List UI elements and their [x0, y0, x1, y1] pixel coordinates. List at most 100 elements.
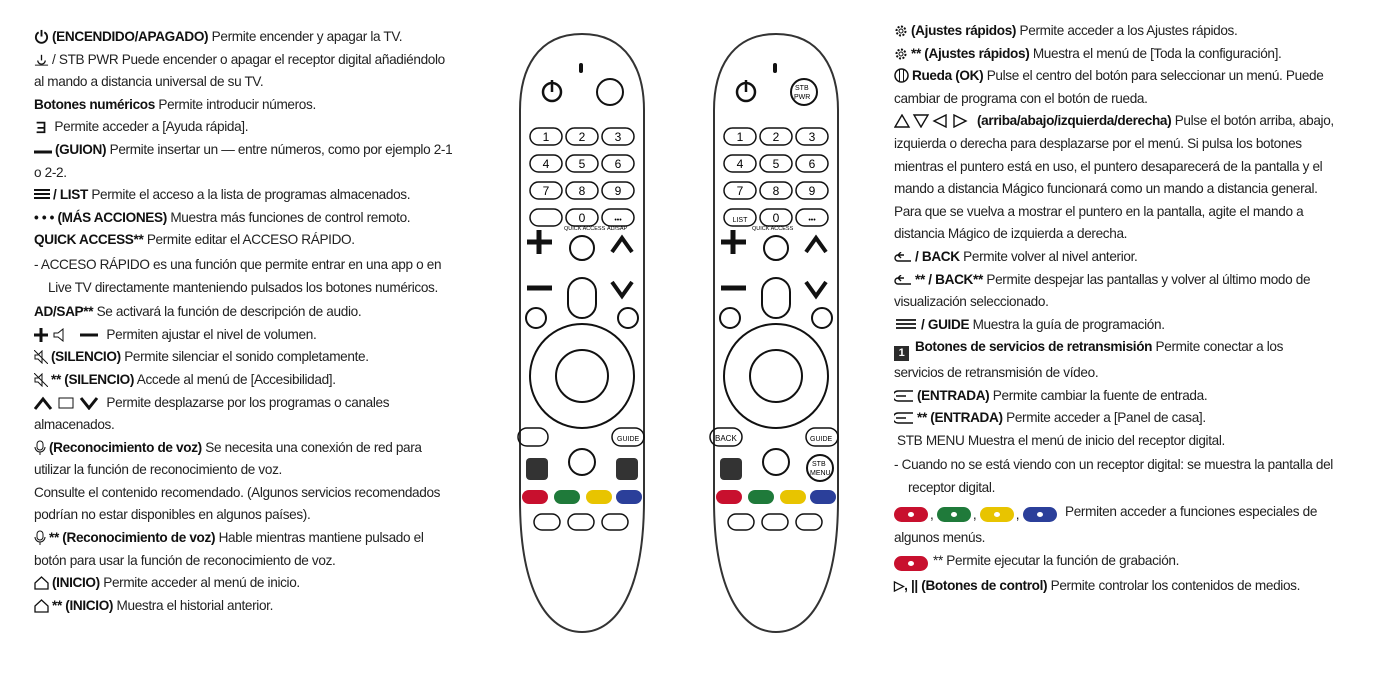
power-icon	[541, 80, 563, 103]
left-description-column: (ENCENDIDO/APAGADO) Permite encender y a…	[34, 26, 454, 617]
stb-power-icon	[34, 52, 49, 67]
mic-icon	[34, 530, 46, 546]
right-item: ** / BACK** Permite despejar las pantall…	[894, 269, 1334, 314]
right-item-text: Permite acceder a [Panel de casa].	[1002, 410, 1206, 426]
svg-text:PWR: PWR	[794, 94, 810, 101]
right-item: ** Permite ejecutar la función de grabac…	[894, 550, 1334, 576]
channel-rocker	[610, 234, 634, 300]
left-item-title: ** (SILENCIO)	[51, 371, 135, 387]
left-item-text: ACCESO RÁPIDO es una función que permite…	[40, 256, 442, 295]
left-item-title: (ENCENDIDO/APAGADO)	[52, 29, 209, 44]
left-item-title: QUICK ACCESS**	[34, 232, 144, 248]
streaming-icon: 1	[894, 339, 912, 362]
mute-icon	[34, 372, 48, 387]
left-item-title: • • • (MÁS ACCIONES)	[34, 209, 167, 225]
number-key-label: 6	[615, 157, 622, 171]
number-key	[565, 181, 599, 200]
arrows-icon	[894, 114, 974, 129]
number-key	[601, 154, 635, 173]
right-item-text: STB MENU Muestra el menú de inicio del r…	[897, 432, 1225, 448]
svg-text:GUIDE: GUIDE	[617, 436, 640, 443]
left-item-text: Muestra el historial anterior.	[113, 597, 274, 613]
number-key-label: 8	[579, 184, 586, 198]
svg-text:BACK: BACK	[715, 434, 737, 443]
left-item-text: Consulte el contenido recomendado. (Algu…	[34, 484, 441, 523]
number-key	[529, 154, 563, 173]
number-key	[723, 154, 757, 173]
number-key-label: 1	[737, 130, 744, 144]
number-key	[565, 127, 599, 146]
left-item-text: Permite editar el ACCESO RÁPIDO.	[143, 232, 355, 248]
gear-icon	[894, 24, 908, 38]
left-item: / STB PWR Puede encender o apagar el rec…	[34, 49, 454, 94]
left-item: (ENCENDIDO/APAGADO) Permite encender y a…	[34, 26, 454, 49]
right-item-text: Pulse el botón arriba, abajo, izquierda …	[894, 113, 1334, 242]
color-buttons: , , ,	[894, 504, 1059, 527]
number-key	[759, 208, 793, 227]
number-key	[601, 208, 635, 227]
right-item: / BACK Permite volver al nivel anterior.	[894, 246, 1334, 269]
number-key-label: 5	[773, 157, 780, 171]
right-item-text: Permite acceder a los Ajustes rápidos.	[1016, 23, 1238, 38]
number-key-label: 9	[615, 184, 622, 198]
number-key-label: LIST	[733, 217, 749, 224]
number-key-label: •••	[808, 217, 816, 224]
right-item-title: ** (ENTRADA)	[917, 410, 1003, 426]
left-item-title: (INICIO)	[52, 575, 100, 591]
stb-power-button	[790, 78, 818, 106]
number-key	[795, 154, 829, 173]
left-item: - ACCESO RÁPIDO es una función que permi…	[34, 256, 442, 295]
right-item-text: Permite controlar los contenidos de medi…	[1047, 578, 1301, 594]
right-item: (Ajustes rápidos) Permite acceder a los …	[894, 20, 1334, 43]
number-key	[565, 208, 599, 227]
left-item: Botones numéricos Permite introducir núm…	[34, 94, 454, 117]
number-key-label: 7	[737, 184, 744, 198]
left-item-title: / LIST	[53, 187, 88, 203]
power-icon	[34, 29, 49, 44]
home-icon	[34, 598, 49, 613]
right-item-text: Permite conectar a los servicios de retr…	[894, 339, 1284, 380]
left-item-title: AD/SAP**	[34, 304, 94, 320]
right-item-text: Permite volver al nivel anterior.	[959, 248, 1138, 264]
right-item: ** (ENTRADA) Permite acceder a [Panel de…	[894, 407, 1334, 430]
left-item: ** (INICIO) Muestra el historial anterio…	[34, 595, 454, 618]
left-item: • • • (MÁS ACCIONES) Muestra más funcion…	[34, 207, 454, 230]
number-key	[795, 208, 829, 227]
number-key	[529, 127, 563, 146]
right-item-text: Cuando no se está viendo con un receptor…	[901, 457, 1334, 495]
number-key-label: •••	[614, 217, 622, 224]
left-item-text: Permite desplazarse por los programas o …	[34, 394, 390, 433]
number-key-label: 0	[773, 211, 780, 225]
right-item: Rueda (OK) Pulse el centro del botón par…	[894, 65, 1334, 110]
quick-help-icon	[34, 120, 48, 134]
ok-wheel	[555, 349, 609, 403]
number-key	[723, 127, 757, 146]
left-item-text: Accede al menú de [Accesibilidad].	[134, 371, 336, 387]
right-item-text: Pulse el centro del botón para seleccion…	[894, 68, 1324, 106]
left-item: ** (SILENCIO) Accede al menú de [Accesib…	[34, 369, 454, 392]
right-item-text: Permiten acceder a funciones especiales …	[894, 504, 1318, 546]
left-item-title: ** (Reconocimiento de voz)	[49, 530, 216, 546]
right-item-title: / GUIDE	[921, 316, 970, 332]
left-item-text: Muestra más funciones de control remoto.	[166, 209, 411, 225]
left-item: Permiten ajustar el nivel de volumen.	[34, 324, 454, 347]
mute-icon	[34, 350, 48, 365]
number-key-label: 2	[773, 130, 780, 144]
number-key	[601, 127, 635, 146]
number-key	[759, 181, 793, 200]
right-item: (ENTRADA) Permite cambiar la fuente de e…	[894, 385, 1334, 408]
number-key-label: 1	[543, 130, 550, 144]
right-item: - Cuando no se está viendo con un recept…	[894, 457, 1334, 495]
dash-icon	[34, 147, 52, 157]
left-item: QUICK ACCESS** Permite editar el ACCESO …	[34, 229, 454, 252]
svg-text:STB: STB	[795, 85, 809, 92]
left-item: Permite desplazarse por los programas o …	[34, 392, 454, 437]
right-item-text: Muestra la guía de programación.	[969, 316, 1165, 332]
left-item-text: Permite encender y apagar la TV.	[208, 29, 403, 44]
left-item: (SILENCIO) Permite silenciar el sonido c…	[34, 346, 454, 369]
left-item-title: ** (INICIO)	[52, 597, 114, 613]
left-item-text: Permite silenciar el sonido completament…	[120, 349, 369, 365]
list-icon	[34, 188, 50, 202]
